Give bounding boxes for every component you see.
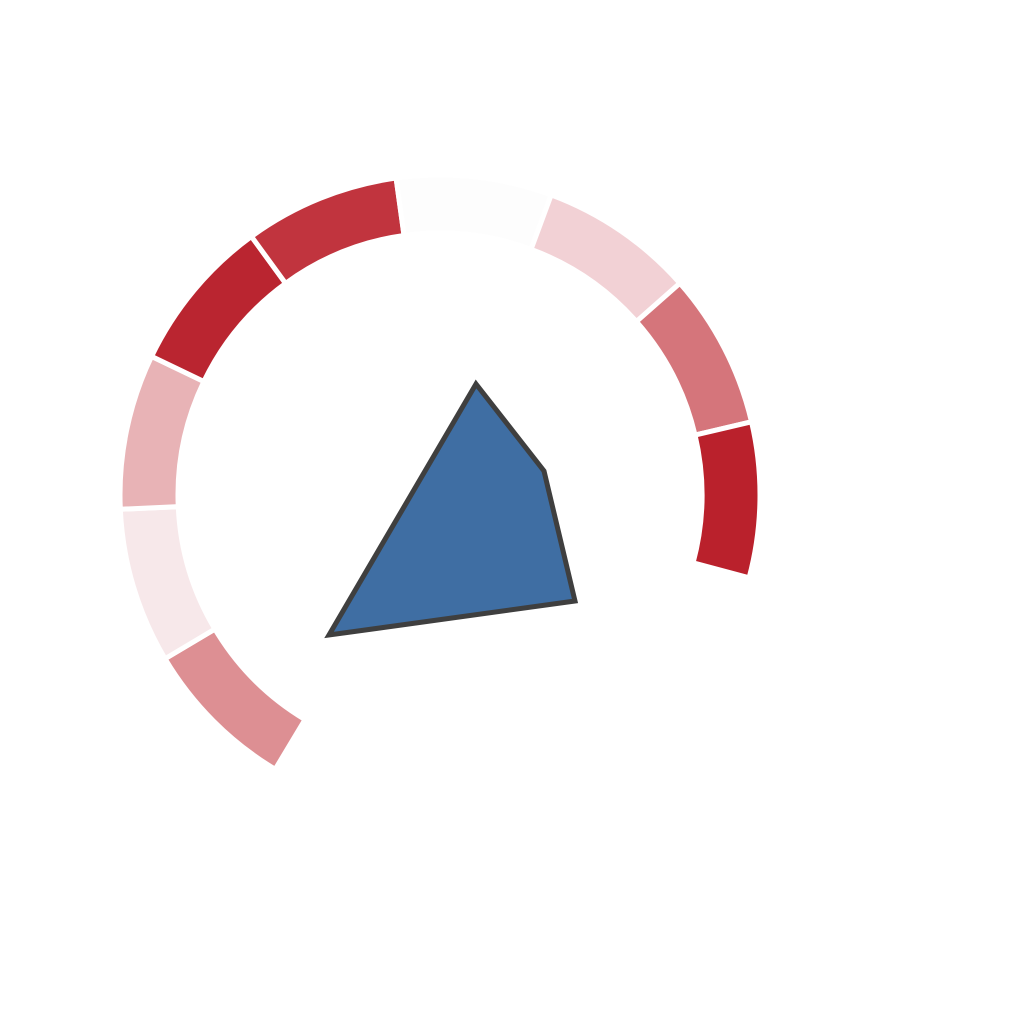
gauge-segment-3 — [117, 353, 208, 512]
gauge-segment-6 — [393, 172, 555, 253]
gauge-pointer — [324, 379, 579, 639]
gauge-segment-2 — [117, 504, 219, 663]
gauge-segment-8 — [632, 279, 755, 439]
gauge-segments — [117, 172, 763, 773]
gauge-segment-1 — [161, 625, 309, 773]
gauge-segment-5 — [247, 175, 407, 287]
gauge-segment-9 — [690, 418, 763, 581]
